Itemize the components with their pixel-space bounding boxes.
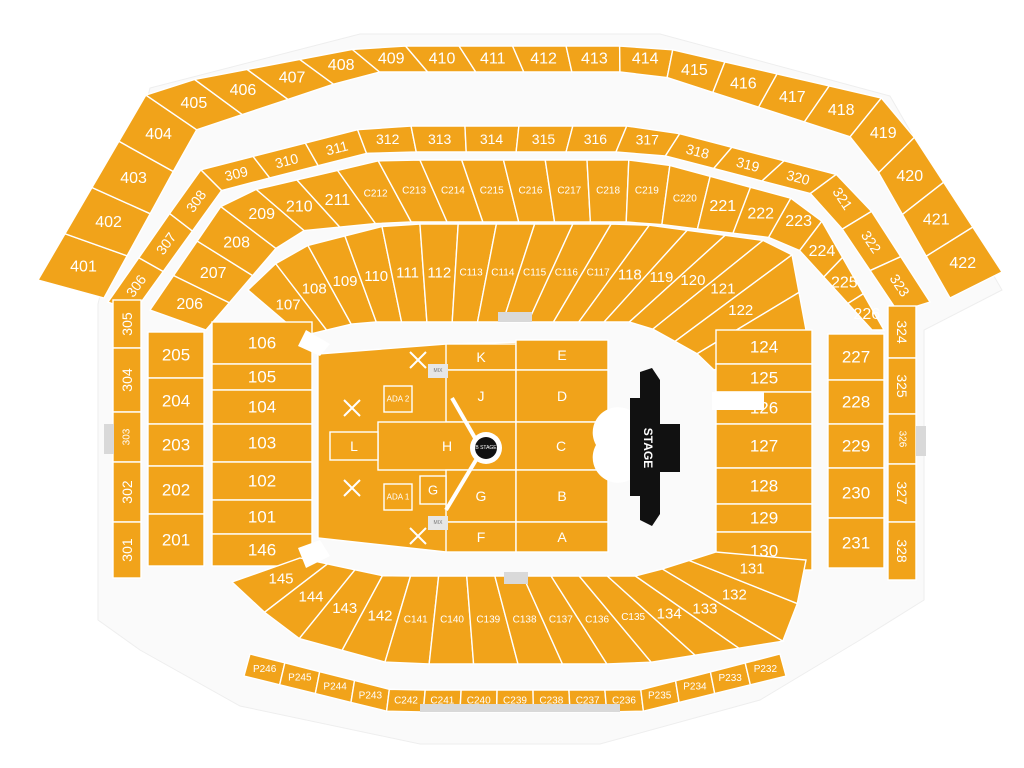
- section-313[interactable]: [410, 125, 467, 153]
- section-101[interactable]: [211, 499, 313, 535]
- section-l[interactable]: [329, 431, 379, 461]
- section-412[interactable]: [511, 45, 573, 73]
- section-125[interactable]: [715, 363, 813, 393]
- section-104[interactable]: [211, 389, 313, 425]
- tunnel: [504, 572, 528, 584]
- section-e[interactable]: [515, 339, 609, 371]
- section-127[interactable]: [715, 423, 813, 469]
- section-124[interactable]: [715, 329, 813, 365]
- walkway: [420, 704, 620, 712]
- section-k[interactable]: [445, 343, 517, 371]
- section-231[interactable]: [827, 517, 885, 569]
- runway: [450, 397, 477, 439]
- mix-position[interactable]: [428, 516, 448, 530]
- no-seat-mark: [409, 527, 427, 545]
- tunnel: [712, 392, 764, 410]
- section-p232[interactable]: [744, 653, 787, 686]
- section-228[interactable]: [827, 379, 885, 425]
- section-327[interactable]: [887, 463, 917, 523]
- section-323[interactable]: [869, 255, 932, 313]
- section-g[interactable]: [419, 475, 447, 505]
- section-204[interactable]: [147, 377, 205, 425]
- mix-position[interactable]: [428, 364, 448, 378]
- no-seat-mark: [343, 399, 361, 417]
- tunnel: [498, 312, 532, 322]
- section-227[interactable]: [827, 333, 885, 381]
- walkway: [104, 424, 114, 454]
- main-stage[interactable]: [630, 368, 680, 526]
- tunnel: [298, 540, 330, 568]
- runway: [444, 458, 478, 512]
- section-301[interactable]: [112, 521, 142, 579]
- section-103[interactable]: [211, 423, 313, 463]
- section-205[interactable]: [147, 331, 205, 379]
- section-129[interactable]: [715, 503, 813, 533]
- section-413[interactable]: [565, 45, 621, 73]
- section-128[interactable]: [715, 467, 813, 505]
- section-d[interactable]: [515, 369, 609, 423]
- section-ada 2[interactable]: [383, 385, 413, 413]
- section-203[interactable]: [147, 423, 205, 467]
- section-102[interactable]: [211, 461, 313, 501]
- section-304[interactable]: [112, 347, 142, 413]
- section-106[interactable]: [211, 321, 313, 365]
- section-325[interactable]: [887, 357, 917, 415]
- section-326[interactable]: [887, 413, 917, 465]
- section-ada 1[interactable]: [383, 483, 413, 511]
- section-c218[interactable]: [586, 159, 630, 223]
- section-305[interactable]: [112, 299, 142, 349]
- section-131[interactable]: [687, 551, 807, 605]
- section-b[interactable]: [515, 469, 609, 523]
- stage-apron: [592, 407, 640, 483]
- section-324[interactable]: [887, 305, 917, 359]
- no-seat-mark: [409, 351, 427, 369]
- section-c242[interactable]: [385, 688, 426, 713]
- tunnel: [298, 330, 330, 356]
- section-315[interactable]: [515, 125, 574, 153]
- section-314[interactable]: [464, 125, 520, 153]
- section-230[interactable]: [827, 467, 885, 519]
- section-229[interactable]: [827, 423, 885, 469]
- map-features: STAGE: [298, 312, 764, 584]
- section-c[interactable]: [515, 421, 607, 471]
- section-j[interactable]: [445, 369, 517, 423]
- b-stage[interactable]: [475, 437, 497, 459]
- section-105[interactable]: [211, 363, 313, 391]
- section-328[interactable]: [887, 521, 917, 581]
- section-414[interactable]: [618, 45, 674, 79]
- no-seat-mark: [343, 479, 361, 497]
- section-f[interactable]: [445, 521, 517, 553]
- section-422[interactable]: [925, 226, 1004, 299]
- section-226[interactable]: [846, 292, 886, 331]
- section-202[interactable]: [147, 465, 205, 515]
- section-312[interactable]: [356, 125, 418, 155]
- section-302[interactable]: [112, 461, 142, 523]
- walkway: [916, 426, 926, 456]
- section-201[interactable]: [147, 513, 205, 567]
- section-303[interactable]: [112, 411, 142, 463]
- section-a[interactable]: [515, 521, 609, 553]
